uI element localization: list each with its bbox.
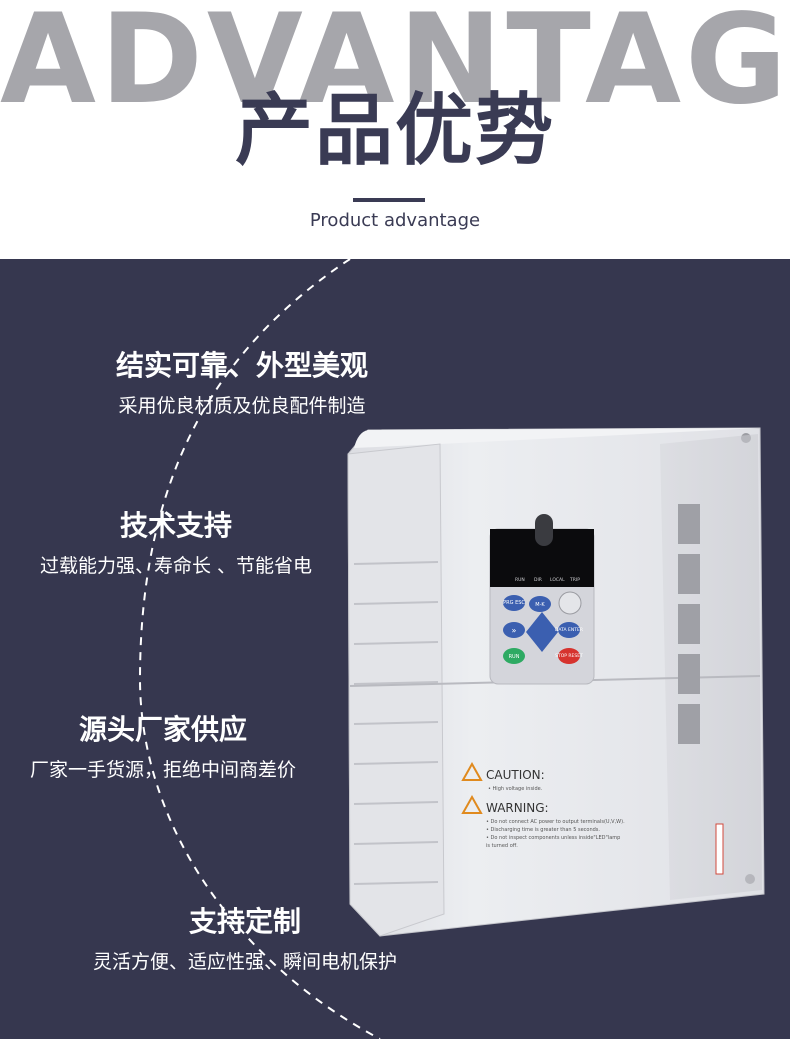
advantages-panel: 结实可靠、外型美观 采用优良材质及优良配件制造 技术支持 过载能力强、寿命长 、…: [0, 259, 790, 1039]
indicator-local: LOCAL: [550, 577, 565, 583]
data-enter-button: [558, 622, 580, 638]
feature-title: 结实可靠、外型美观: [115, 349, 368, 382]
svg-text:STOP RESET: STOP RESET: [555, 653, 583, 659]
svg-text:PRG ESC: PRG ESC: [503, 600, 525, 606]
caution-title: CAUTION:: [486, 768, 545, 782]
caution-line: • High voltage inside.: [488, 786, 543, 792]
shift-button: [503, 622, 525, 638]
feature-item: 结实可靠、外型美观 采用优良材质及优良配件制造: [0, 349, 484, 418]
feature-desc: 灵活方便、适应性强、瞬间电机保护: [92, 950, 397, 973]
page-subtitle: Product advantage: [309, 210, 481, 231]
svg-text:M-K: M-K: [535, 602, 545, 608]
feature-desc: 采用优良材质及优良配件制造: [118, 394, 366, 417]
warning-line: • Discharging time is greater than 5 sec…: [486, 827, 600, 833]
mk-button: [529, 596, 551, 612]
stop-reset-button: [558, 648, 580, 664]
header-section: ADVANTAGE 产品优势 Product advantage: [0, 0, 790, 259]
up-down-arrow-icon: [526, 612, 558, 652]
feature-item: 源头厂家供应 厂家一手货源，拒绝中间商差价: [0, 713, 326, 782]
feature-desc: 过载能力强、寿命长 、节能省电: [39, 554, 313, 577]
svg-text:»: »: [512, 626, 517, 635]
warning-line: is turned off.: [486, 843, 518, 849]
feature-item: 支持定制 灵活方便、适应性强、瞬间电机保护: [0, 905, 490, 974]
feature-item: 技术支持 过载能力强、寿命长 、节能省电: [0, 509, 352, 578]
indicator-dir: DIR: [534, 577, 542, 583]
indicator-trip: TRIP: [569, 577, 580, 583]
title-underline: [353, 198, 425, 202]
dashed-curve: [138, 259, 381, 1039]
svg-text:RUN: RUN: [509, 654, 520, 660]
page-title: 产品优势: [234, 86, 555, 176]
feature-title: 支持定制: [188, 905, 301, 938]
warning-title: WARNING:: [486, 801, 549, 815]
warning-line: • Do not inspect components unless insid…: [486, 835, 620, 841]
indicator-run: RUN: [515, 577, 525, 583]
caution-icon: [461, 761, 483, 781]
warning-line: • Do not connect AC power to output term…: [486, 819, 625, 825]
warning-icon: [461, 794, 483, 814]
feature-desc: 厂家一手货源，拒绝中间商差价: [29, 758, 296, 781]
background-word: ADVANTAGE: [0, 0, 790, 132]
svg-text:DATA ENTER: DATA ENTER: [555, 627, 583, 633]
dial-knob-icon: [558, 591, 582, 615]
feature-title: 技术支持: [119, 509, 232, 542]
feature-title: 源头厂家供应: [78, 713, 247, 746]
inverter-device-image: RUN DIR LOCAL TRIP PRG ESC M-K » DATA EN…: [347, 427, 765, 937]
run-button: [503, 648, 525, 664]
prg-esc-button: [503, 595, 525, 611]
